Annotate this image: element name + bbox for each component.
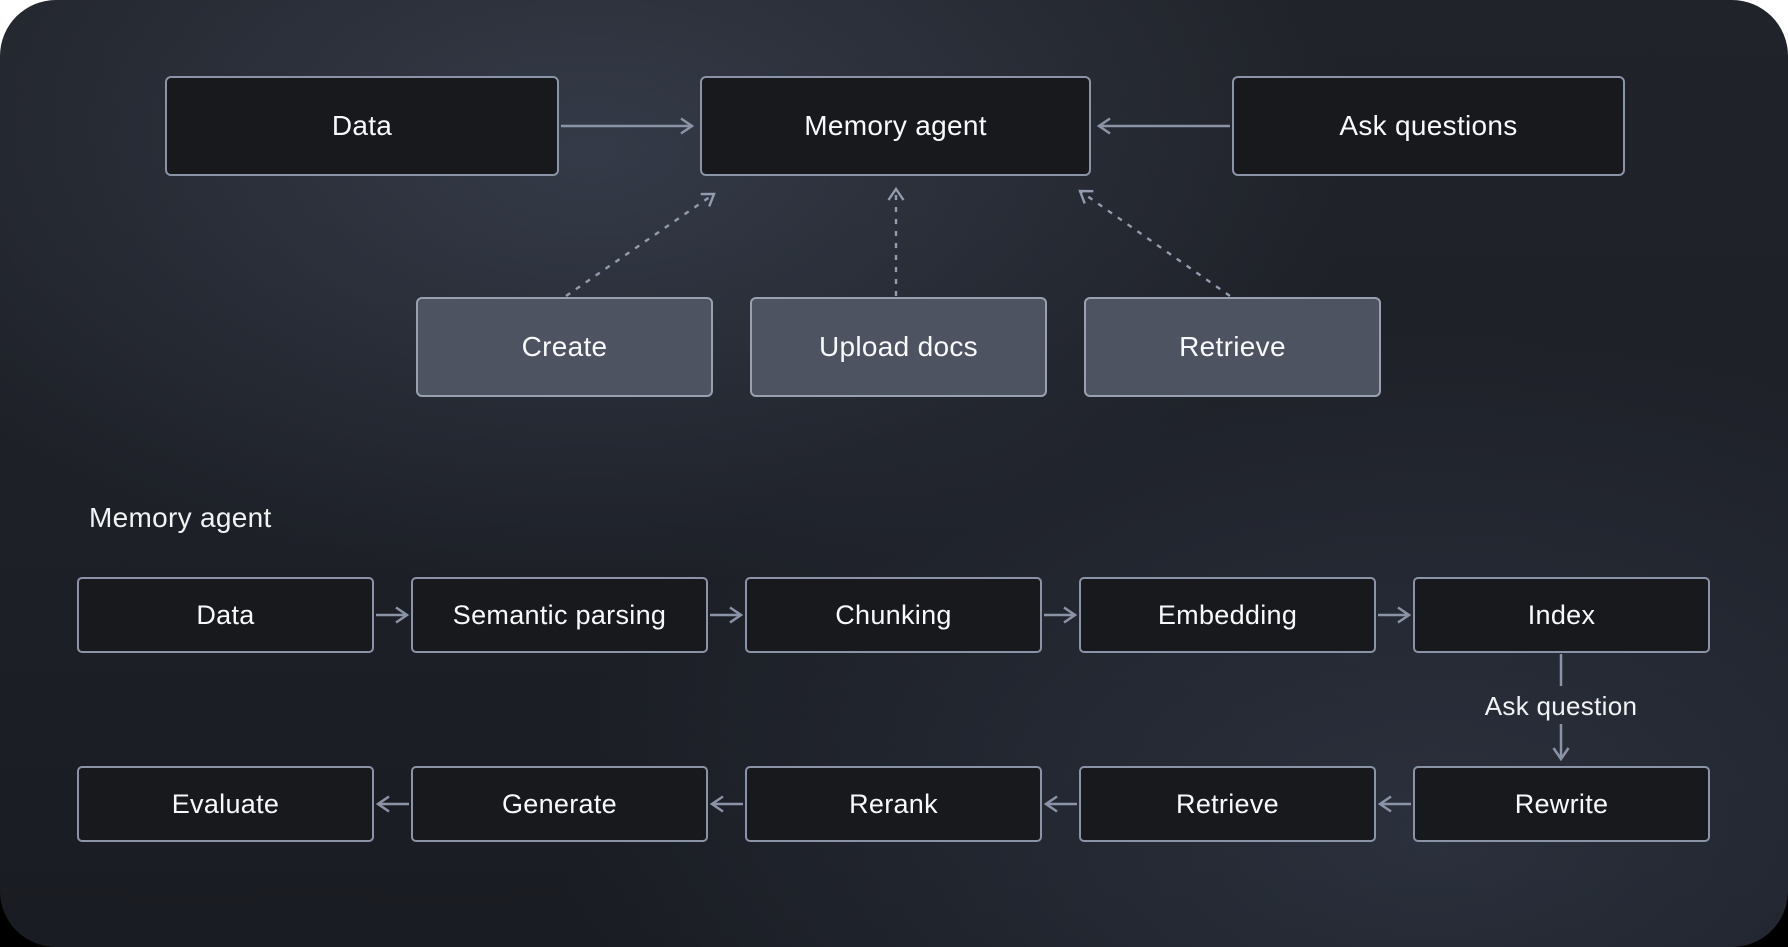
arrow-retrieve-to-memory-agent [1078,189,1231,297]
node-rerank: Rerank [745,766,1042,842]
node-rewrite: Rewrite [1413,766,1710,842]
node-pipeline-data: Data [77,577,374,653]
node-retrieve-step: Retrieve [1079,766,1376,842]
node-ask-questions: Ask questions [1232,76,1625,176]
node-retrieve: Retrieve [1084,297,1381,397]
node-generate: Generate [411,766,708,842]
node-create: Create [416,297,713,397]
arrow-create-to-memory-agent [565,192,716,297]
node-memory-agent: Memory agent [700,76,1091,176]
section-label-memory-agent: Memory agent [89,502,272,533]
node-index: Index [1413,577,1710,653]
node-evaluate: Evaluate [77,766,374,842]
node-semantic-parsing: Semantic parsing [411,577,708,653]
branch-label-ask-question: Ask question [1484,691,1638,721]
node-upload-docs: Upload docs [750,297,1047,397]
node-chunking: Chunking [745,577,1042,653]
node-data-source: Data [165,76,559,176]
node-embedding: Embedding [1079,577,1376,653]
